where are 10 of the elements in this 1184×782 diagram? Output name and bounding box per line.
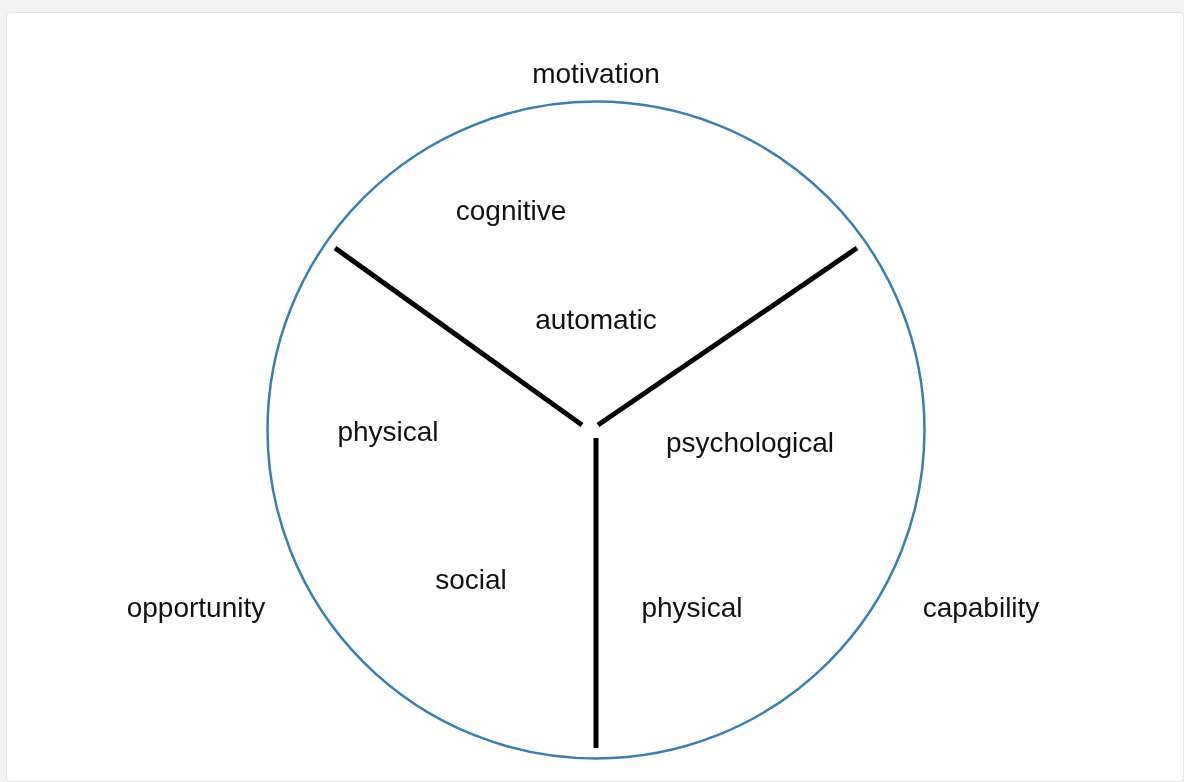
sector-label: motivation [532,60,660,88]
segment-label: psychological [665,429,835,457]
segment-label: automatic [535,306,657,334]
sector-label: capability [922,594,1040,622]
segment-label: cognitive [455,197,567,225]
segment-label: social [435,566,507,594]
circle-diagram [266,100,926,760]
segment-label: physical [337,418,439,446]
sector-label: opportunity [126,594,266,622]
segment-label: physical [641,594,743,622]
